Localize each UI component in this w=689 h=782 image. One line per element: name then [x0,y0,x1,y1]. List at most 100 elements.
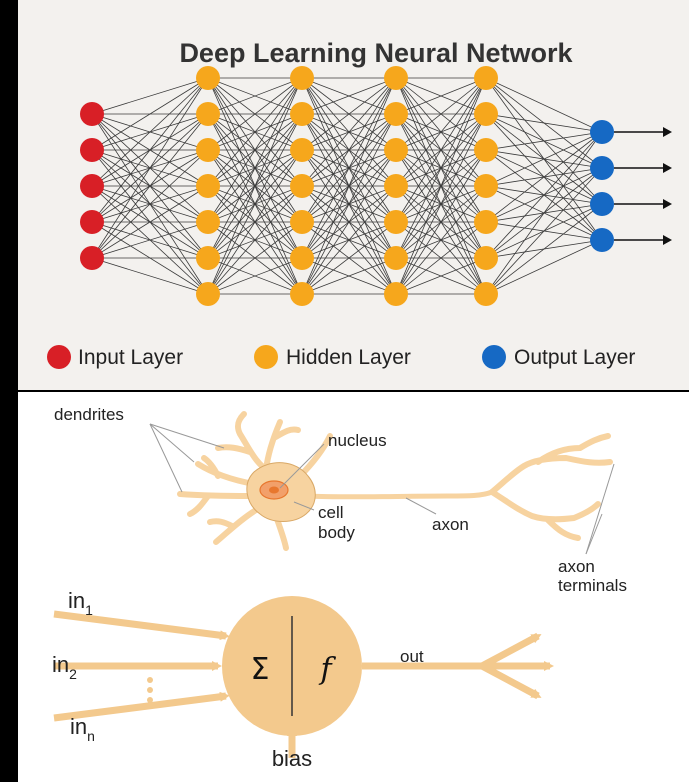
hidden-node [384,210,408,234]
dendrite [195,455,257,487]
network-edge [207,77,303,259]
legend-input-swatch [47,345,71,369]
legend: Input Layer Hidden Layer Output Layer [47,345,635,369]
hidden-node [474,174,498,198]
output-node [590,228,614,252]
hidden-node [384,66,408,90]
network-edges [91,77,603,295]
hidden-node [290,174,314,198]
hidden-node [290,102,314,126]
input-label-1: in1 [68,588,93,618]
dendrite [177,491,253,517]
biological-neuron: dendrites nucleus cell body axon axon te… [54,405,627,595]
network-edge [91,77,209,115]
network-edge [485,113,603,133]
hidden-node [290,282,314,306]
network-edge [301,149,397,295]
output-arrowhead [663,163,672,173]
network-edge [91,257,209,295]
legend-output-swatch [482,345,506,369]
network-edge [91,77,209,187]
summation-symbol: Σ [251,652,270,687]
network-edge [207,257,303,295]
network-nodes [80,66,614,306]
cell-body-label-line2: body [318,523,355,542]
input-arrow-n [53,691,230,722]
network-edge [301,77,397,223]
network-edge [301,257,397,295]
network-edge [485,131,603,187]
input-label-n: inn [70,714,95,744]
label-pointers [149,423,615,555]
output-arrowhead [663,235,672,245]
input-node [80,138,104,162]
network-edge [301,77,397,115]
network-edge [485,131,603,151]
network-edge [395,77,487,115]
dendrite [207,507,259,545]
network-edge [395,185,487,295]
network-edge [485,167,603,295]
network-edge [207,77,303,115]
network-edge [301,77,397,187]
network-edge [207,221,303,295]
input-arrows [53,610,554,758]
network-edge [207,185,303,295]
hidden-node [290,246,314,270]
network-edge [395,77,487,151]
dendrites-label: dendrites [54,405,124,424]
input-node [80,246,104,270]
input-arrow-1 [53,610,230,641]
axon-terminals-label-line2: terminals [558,576,627,595]
hidden-node [196,102,220,126]
network-edge [485,131,603,295]
network-edge [207,77,303,151]
cell-body-label-line1: cell [318,503,344,522]
legend-output-label: Output Layer [514,346,635,369]
axon-terminals-label-line1: axon [558,557,595,576]
hidden-node [290,210,314,234]
output-node [590,192,614,216]
diagram-title: Deep Learning Neural Network [179,38,573,68]
output-arrow-down [480,662,542,700]
hidden-node [290,138,314,162]
neural-network-diagram: Deep Learning Neural Network Input Layer… [47,38,672,369]
input-node [80,174,104,198]
hidden-node [474,138,498,162]
axon-label: axon [432,515,469,534]
dendrite [215,411,273,475]
axon-terminal-upper [489,433,613,495]
axon-terminal-lower [489,489,601,541]
network-edge [207,77,303,187]
network-edge [395,77,487,259]
network-edge [485,239,603,295]
network-edge [301,77,397,151]
nucleolus [269,486,279,494]
legend-hidden-label: Hidden Layer [286,346,411,369]
neuron-cell [177,411,613,551]
network-edge [207,77,303,295]
output-node [590,156,614,180]
output-arrowhead [663,127,672,137]
hidden-node [384,102,408,126]
network-edge [301,113,397,295]
network-edge [207,113,303,295]
network-edge [207,77,303,223]
network-edge [395,113,487,295]
hidden-node [196,246,220,270]
hidden-node [474,282,498,306]
network-edge [91,221,209,259]
output-node [590,120,614,144]
output-label: out [400,647,424,666]
network-edge [91,113,209,259]
legend-hidden-swatch [254,345,278,369]
network-edge [91,149,209,259]
network-edge [395,77,487,295]
hidden-node [196,66,220,90]
network-edge [395,77,487,223]
output-arrows [614,127,672,245]
network-edge [485,131,603,259]
neuron-panel: dendrites nucleus cell body axon axon te… [18,392,689,782]
input-node [80,102,104,126]
hidden-node [384,282,408,306]
